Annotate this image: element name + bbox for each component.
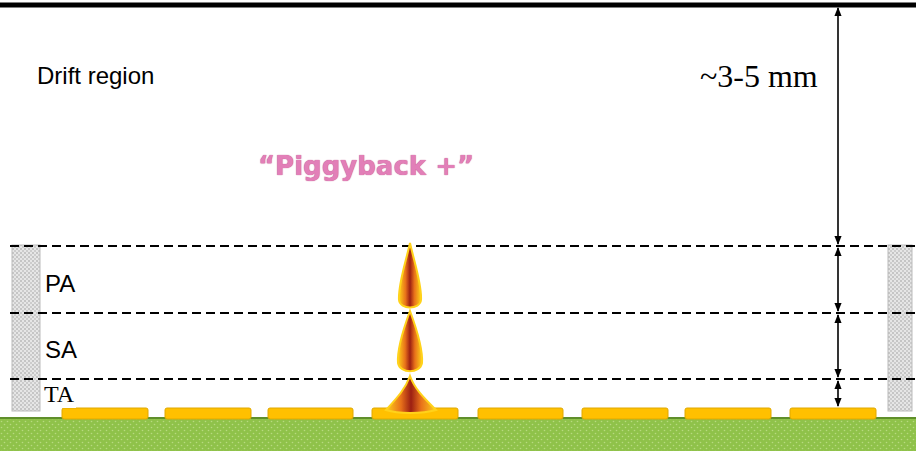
layer-boundary [10, 246, 916, 379]
readout-pad [62, 408, 876, 419]
layer-label: TA [42, 381, 76, 408]
mode-label: “Piggyback +” [258, 151, 474, 181]
region-label: Drift region [37, 62, 154, 90]
spacer-post [12, 245, 40, 411]
readout-board [0, 418, 916, 451]
dimension-arrow [837, 8, 839, 406]
dimension-label: ~3-5 mm [700, 58, 818, 95]
drift-electrode [0, 3, 916, 8]
layer-label: PA [45, 270, 75, 298]
spacer-post [888, 245, 912, 411]
avalanche [386, 243, 436, 413]
layer-label: SA [45, 336, 77, 364]
